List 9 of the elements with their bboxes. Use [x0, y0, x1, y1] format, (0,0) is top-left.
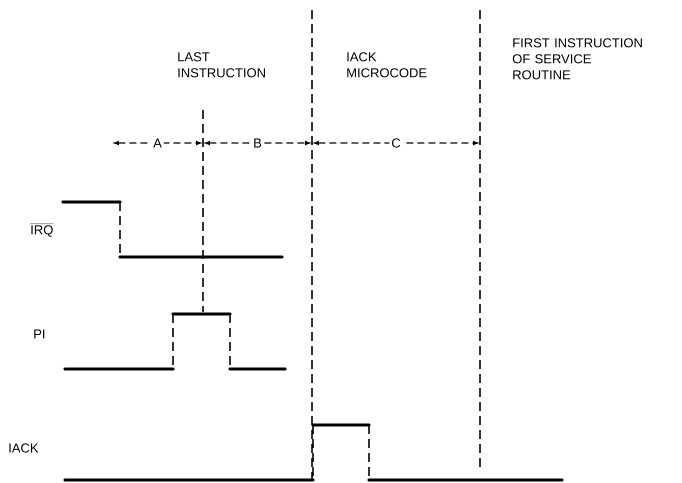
- phase-heading: LAST INSTRUCTION: [178, 52, 265, 78]
- signal-name: PI: [34, 330, 44, 338]
- signal-name: IRQ: [30, 224, 54, 237]
- dimension-label: A: [151, 136, 164, 150]
- phase-heading: IACK MICROCODE: [347, 52, 427, 78]
- dimension-label: C: [389, 136, 403, 150]
- signal-name: IACK: [9, 443, 38, 453]
- dimension-label: B: [251, 136, 264, 150]
- phase-heading: FIRST INSTRUCTION OF SERVICE ROUTINE: [512, 38, 642, 80]
